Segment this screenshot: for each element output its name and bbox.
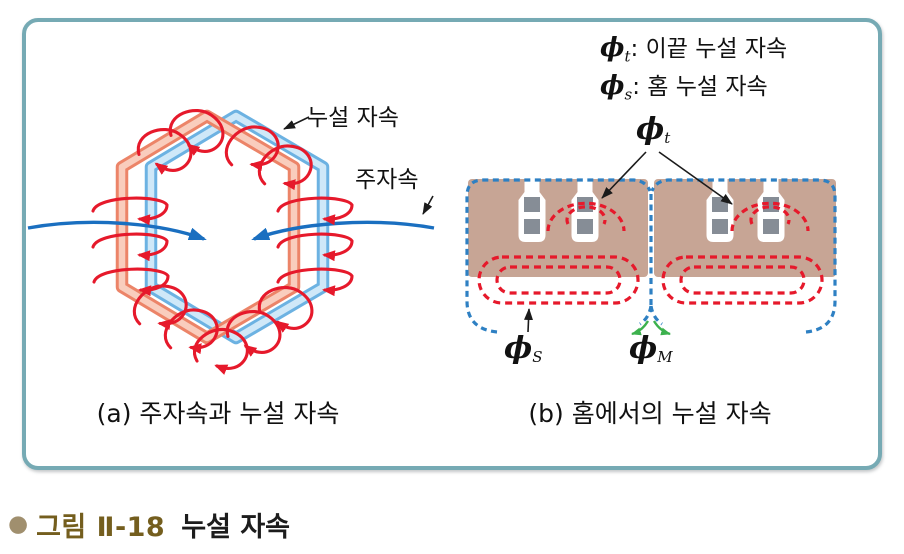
main-flux-arrows (27, 220, 435, 241)
figure-caption: ● 그림 Ⅱ-18 누설 자속 (8, 505, 290, 544)
leakage-loops (91, 109, 354, 375)
phi-subscript: t (664, 129, 671, 148)
leakage-flux-label: 누설 자속 (307, 105, 399, 131)
phi-subscript: t (624, 47, 631, 66)
mainflux-label-arrow (422, 195, 434, 215)
phi-subscript: s (624, 85, 633, 104)
coil-diagram (27, 109, 435, 375)
core-block-right (654, 179, 836, 277)
phi-subscript: M (657, 348, 673, 367)
phi-symbol: ϕ (600, 33, 625, 63)
phi-subscript: S (532, 348, 543, 367)
slot-diagram (465, 151, 837, 336)
phi-t-arrow-right (658, 151, 733, 205)
legend-line-tooth: ϕt: 이끝 누설 자속 (600, 30, 787, 68)
slot-leakage (477, 255, 824, 305)
phi-t-label: ϕt (636, 112, 670, 147)
coil-turn-blue (144, 109, 330, 345)
main-flux-arrow-right (251, 220, 435, 241)
legend-text: : 홈 누설 자속 (632, 74, 768, 100)
leakage-label-arrow (283, 116, 310, 130)
phi-s-label: ϕS (504, 331, 543, 366)
subcaption-b: (b) 홈에서의 누설 자속 (528, 399, 772, 428)
caption-title: 누설 자속 (181, 512, 290, 543)
caption-number: 그림 Ⅱ-18 (36, 512, 166, 543)
legend-line-slot: ϕs: 홈 누설 자속 (600, 68, 787, 106)
phi-symbol: ϕ (636, 112, 665, 147)
main-flux-label: 주자속 (355, 167, 419, 193)
phi-s-arrow (524, 308, 534, 333)
main-flux-outline (465, 178, 837, 334)
phi-symbol: ϕ (600, 71, 625, 101)
phi-symbol: ϕ (504, 331, 533, 366)
phi-symbol: ϕ (629, 331, 658, 366)
label-arrows-b (524, 151, 733, 333)
tooth-tip-leakage (546, 201, 810, 232)
phi-t-arrow-left (601, 151, 647, 199)
phi-m-label: ϕM (629, 331, 673, 366)
legend-text: : 이끝 누설 자속 (630, 36, 788, 62)
main-flux-arrow-left (27, 220, 207, 241)
coil-turn-pink (115, 109, 301, 345)
subcaption-a: (a) 주자속과 누설 자속 (96, 399, 340, 428)
label-arrows-a (283, 116, 434, 215)
legend: ϕt: 이끝 누설 자속 ϕs: 홈 누설 자속 (600, 30, 787, 106)
main-flux-direction-arrows (631, 320, 671, 336)
caption-bullet-icon: ● (8, 511, 29, 537)
core-block-left (468, 179, 648, 277)
